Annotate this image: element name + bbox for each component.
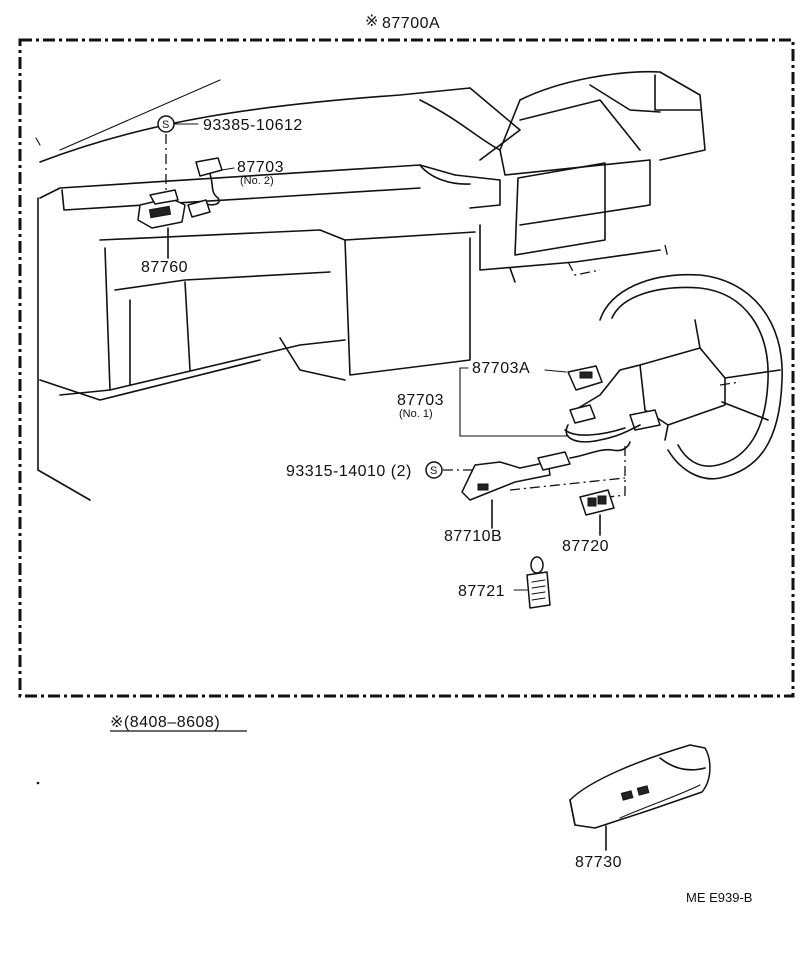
- part-87721-tag: [513, 556, 551, 609]
- part-87710B-group: S: [425, 441, 631, 529]
- label-wire-no2-number: 87703: [237, 159, 284, 176]
- assembly-number: 87700A: [382, 15, 440, 32]
- part-87703-group: [544, 365, 661, 443]
- label-screw-bottom: 93315-14010 (2): [286, 463, 412, 480]
- screw-symbol-top-label: S: [162, 119, 169, 131]
- assembly-frame: [18, 38, 795, 698]
- label-tag-87721: 87721: [458, 583, 505, 600]
- steering-wheel-illustration: [574, 273, 783, 480]
- label-part-87730: 87730: [575, 854, 622, 871]
- part-87730-shape: [569, 744, 711, 851]
- label-87703A: 87703A: [472, 360, 530, 377]
- connector-87703-no2: [195, 157, 223, 177]
- bracket-87710B-shape: [461, 461, 551, 501]
- bracket-line-87703: [459, 367, 569, 437]
- label-connector-87720: 87720: [562, 538, 609, 555]
- part-87760-group: S: [137, 115, 235, 259]
- part-87720-connector: [579, 489, 615, 536]
- diagram-code: ME E939-B: [686, 890, 752, 905]
- label-bracket-87710B: 87710B: [444, 528, 502, 545]
- label-wire-no1-number: 87703: [397, 392, 444, 409]
- screw-symbol-bottom-label: S: [430, 465, 437, 477]
- period-note: ※(8408–8608): [110, 714, 220, 731]
- label-wire-no1-note: (No. 1): [399, 408, 433, 420]
- label-switch-87760: 87760: [141, 259, 188, 276]
- label-wire-no2-note: (No. 2): [240, 175, 274, 187]
- label-screw-top: 93385-10612: [203, 117, 303, 134]
- screw-symbol-bottom: [425, 461, 443, 479]
- instrument-panel-illustration: [35, 70, 706, 501]
- assembly-marker: ※: [365, 13, 379, 30]
- screw-symbol-top: [157, 115, 175, 133]
